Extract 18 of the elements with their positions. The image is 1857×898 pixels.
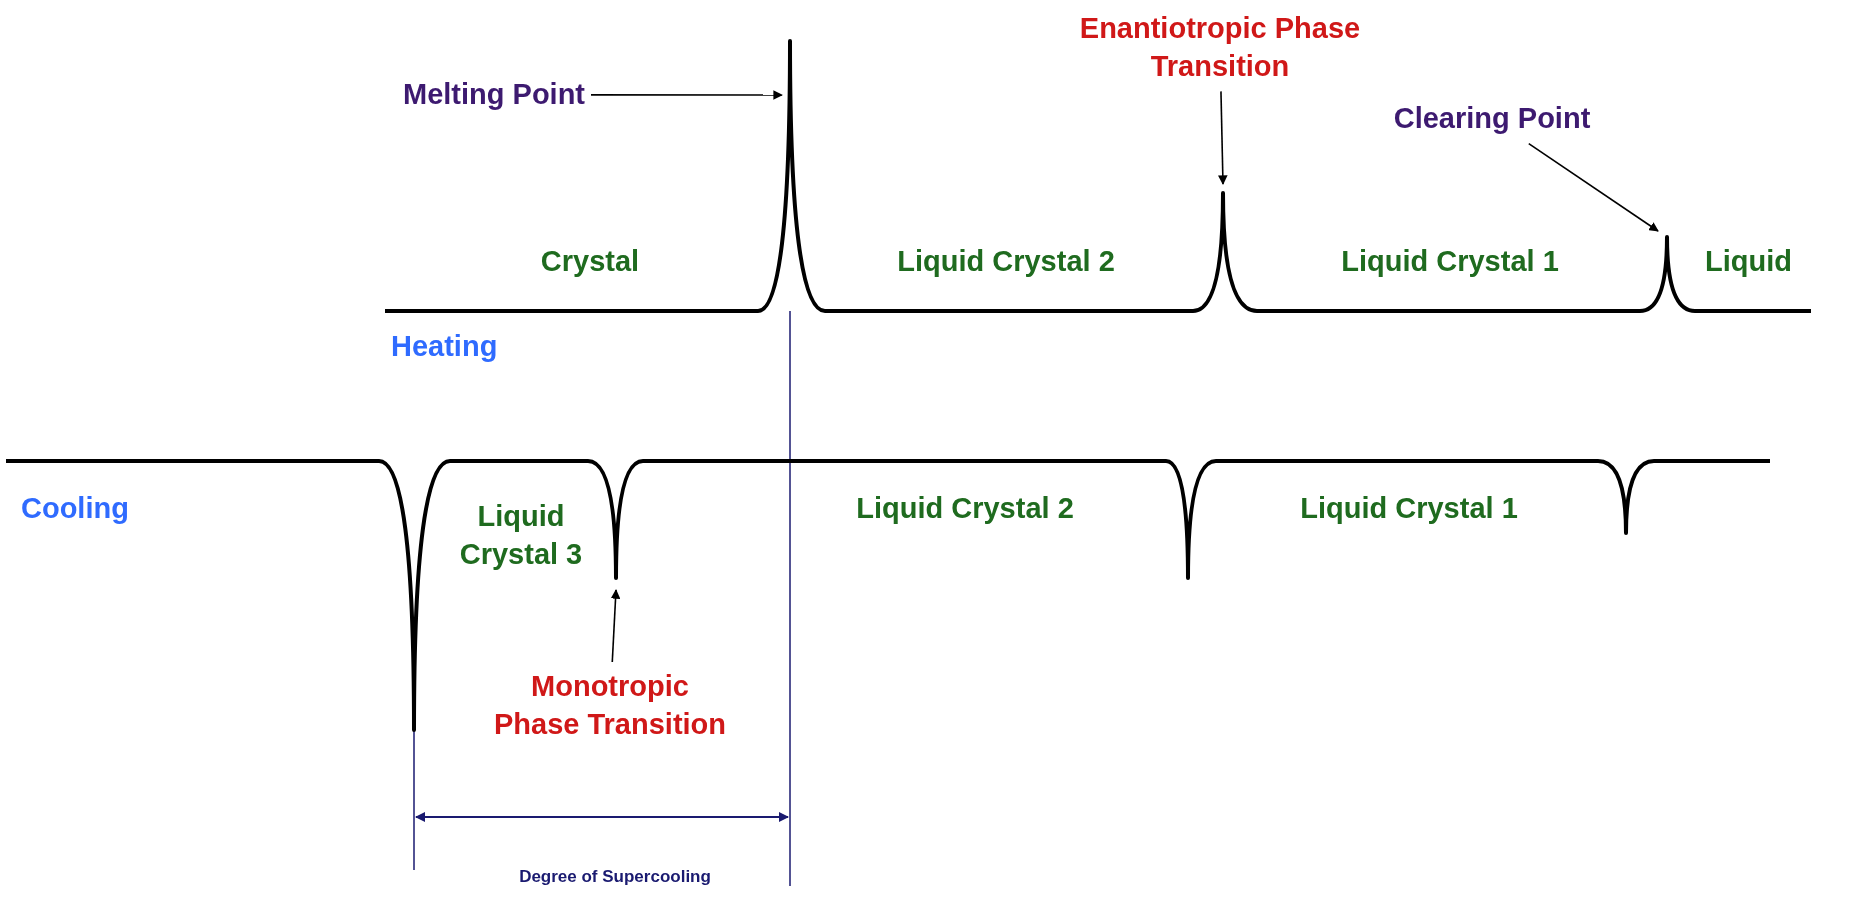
phase-label: Liquid Crystal 1 — [1300, 491, 1518, 526]
leader-arrow — [610, 589, 621, 663]
callout-label: Clearing Point — [1393, 100, 1591, 138]
dimension-label: Degree of Supercooling — [519, 866, 711, 888]
callout-label: Monotropic Phase Transition — [485, 668, 735, 744]
phase-label: Liquid Crystal 3 — [458, 499, 584, 572]
phase-label: Cooling — [21, 491, 129, 526]
leader-arrow — [1527, 142, 1659, 232]
callout-label: Melting Point — [403, 76, 586, 114]
phase-label: Liquid Crystal 2 — [897, 244, 1115, 279]
phase-label: Liquid Crystal 1 — [1341, 244, 1559, 279]
leader-arrow — [590, 90, 783, 100]
phase-label: Heating — [391, 329, 498, 364]
phase-label: Crystal — [540, 244, 640, 279]
phase-label: Liquid — [1705, 244, 1792, 279]
phase-label: Liquid Crystal 2 — [856, 491, 1074, 526]
callout-label: Enantiotropic Phase Transition — [1020, 10, 1420, 86]
leader-arrow — [1218, 90, 1228, 185]
